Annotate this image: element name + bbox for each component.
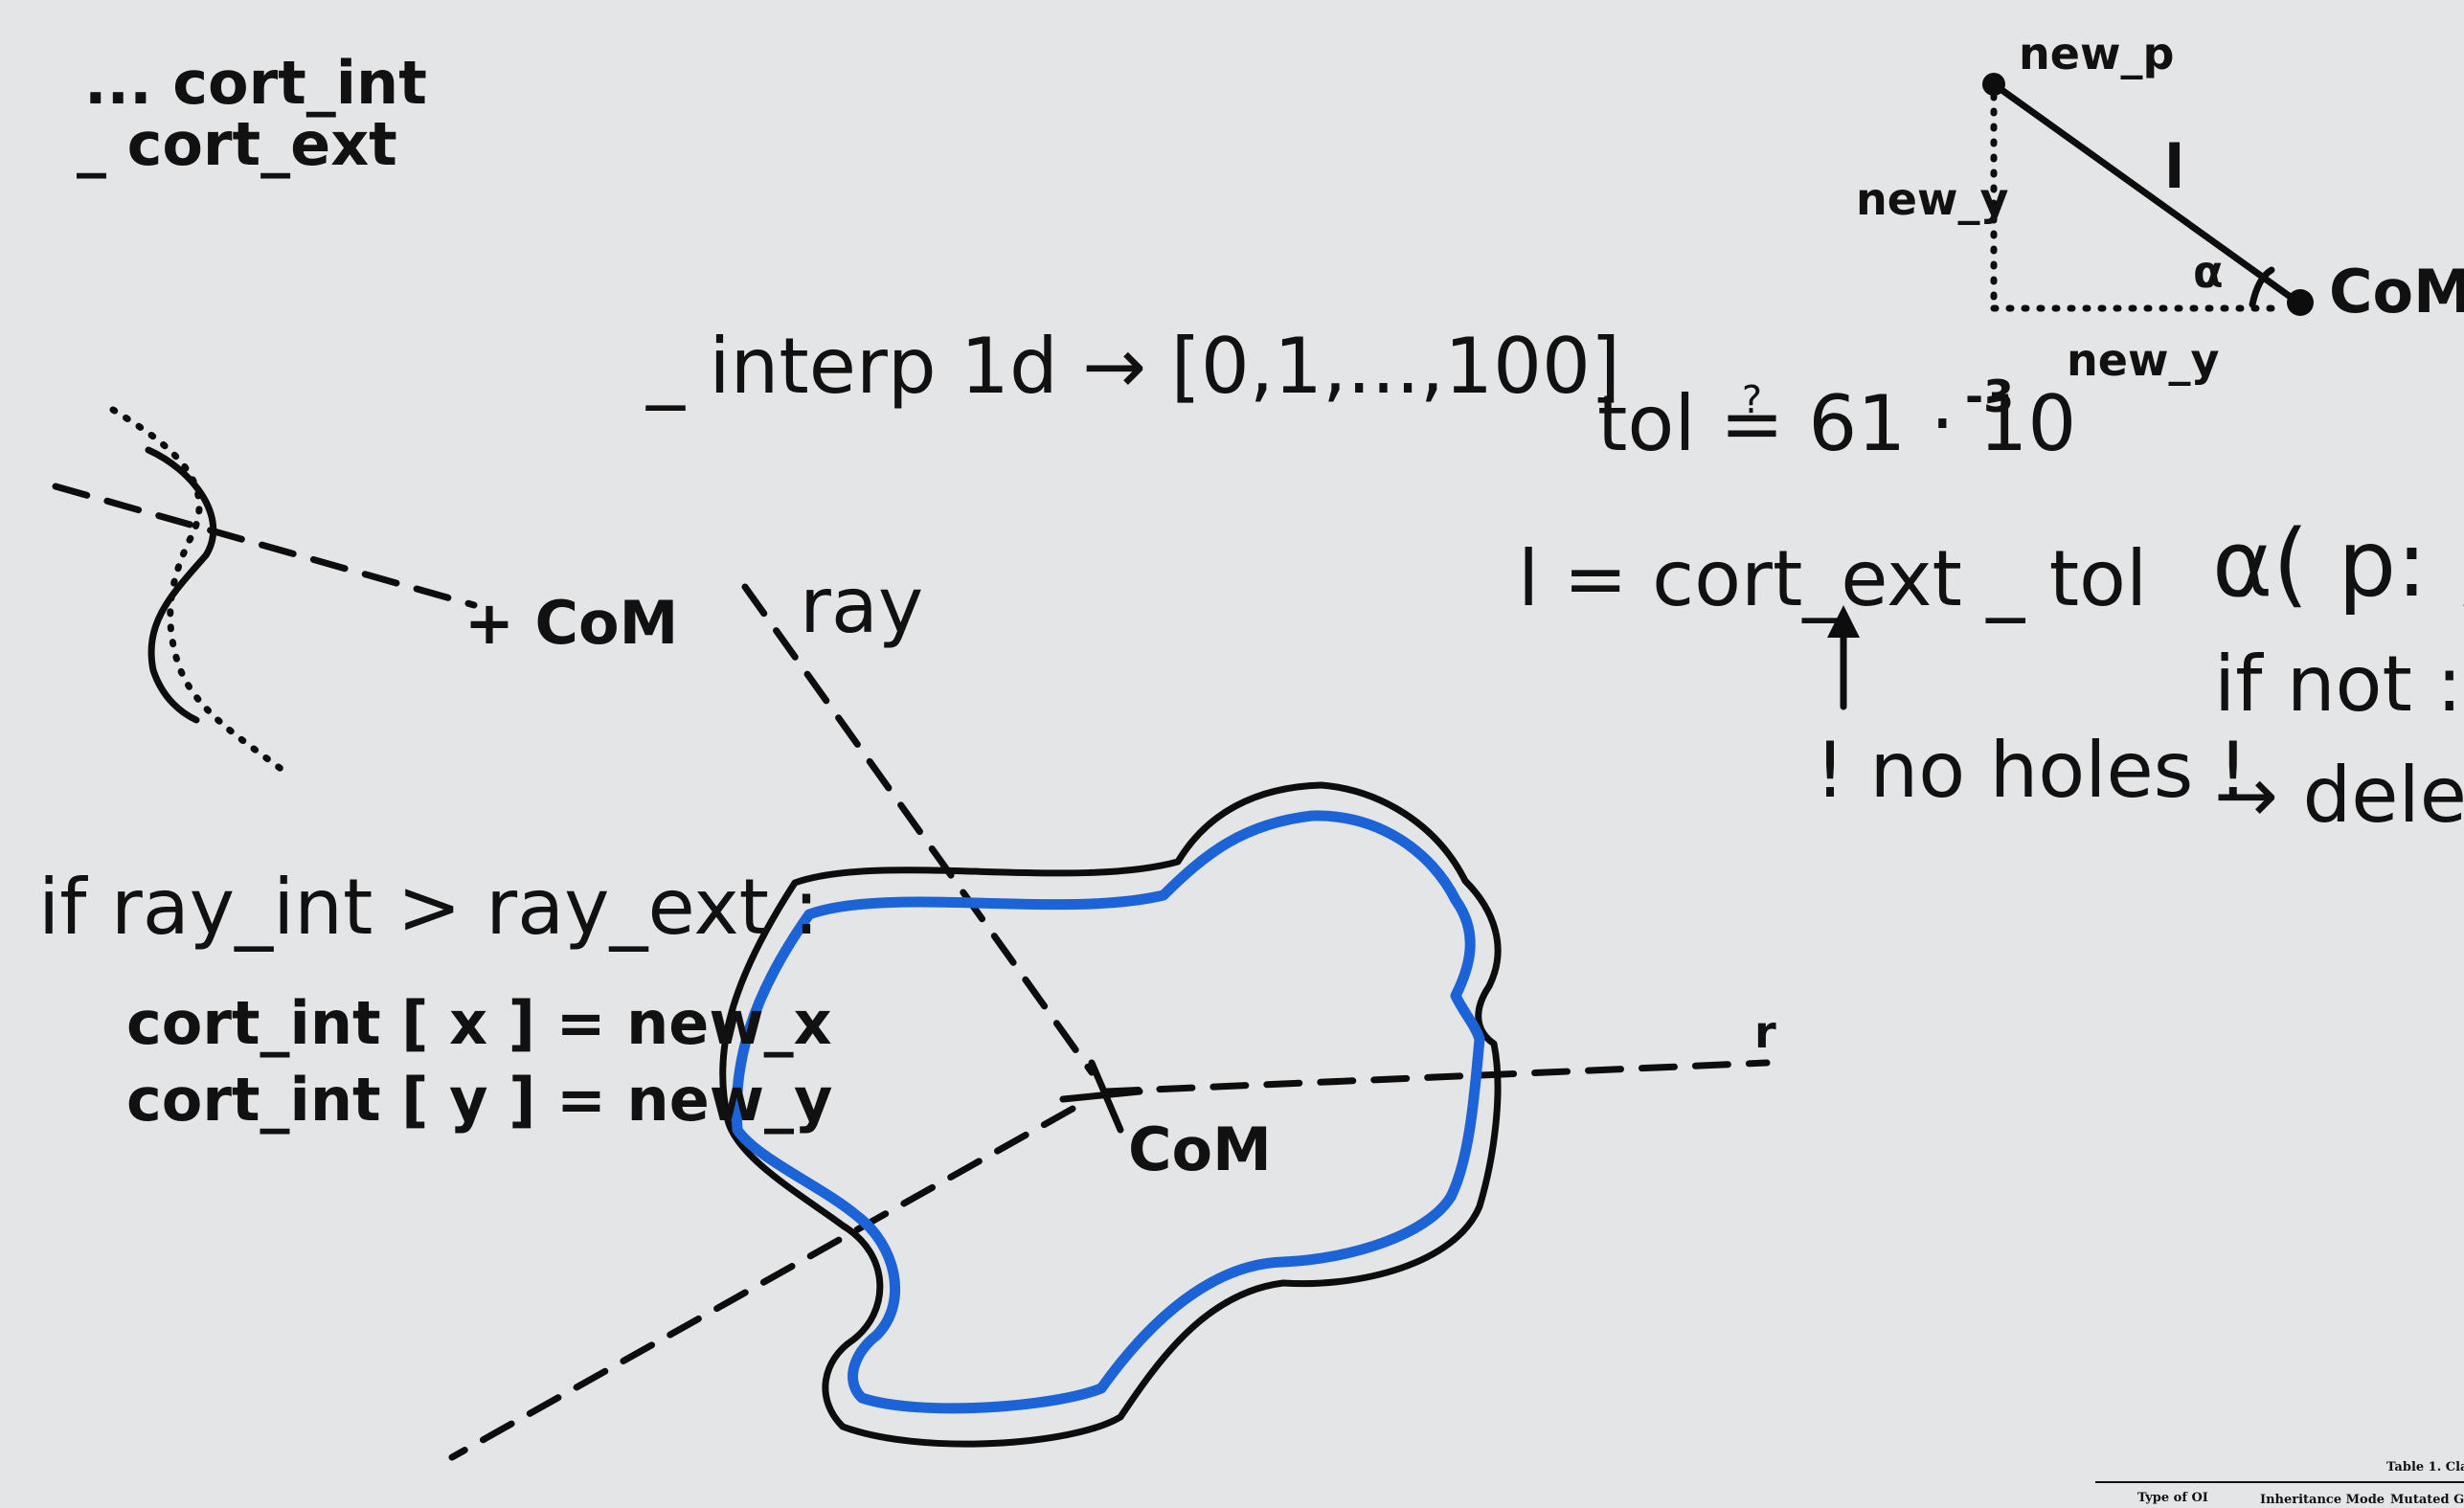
legend-solid-label: _ cort_ext xyxy=(77,109,397,179)
hypotenuse-line xyxy=(1990,80,2302,306)
ray-dashed-right xyxy=(1102,1059,1771,1095)
cort-int-contour xyxy=(731,810,1485,1414)
center-com-label: CoM xyxy=(1128,1114,1272,1184)
l-equation: l = cort_ext _ tol xyxy=(1518,534,2147,623)
ray-dashed-top xyxy=(741,583,1096,1076)
table-col-mutated: Mutated Gen xyxy=(2390,1493,2464,1507)
sketch-com-label: + CoM xyxy=(464,588,678,658)
tol-equation: tol ≟ 61 · 10 xyxy=(1597,379,2076,468)
sketch-dotted-curve xyxy=(109,406,287,775)
l-label: l xyxy=(2164,132,2184,202)
interp-text: _ interp 1d → [0,1,...,100] xyxy=(645,322,1620,411)
arrow-up-icon xyxy=(1827,605,1860,638)
table-title: Table 1. Clas xyxy=(2386,1460,2464,1474)
legend: ... cort_int _ cort_ext xyxy=(77,48,427,179)
if-not-text: if not : xyxy=(2214,640,2462,729)
tol-exponent: -3 xyxy=(1965,371,2014,422)
sketch-solid-curve xyxy=(145,446,217,724)
r-label: r xyxy=(1754,1006,1776,1058)
cort-int-y-assignment: cort_int [ y ] = new_y xyxy=(126,1065,832,1135)
rays: ray r CoM xyxy=(448,561,1776,1461)
table-col-type: Type of OI xyxy=(2137,1491,2208,1505)
contours xyxy=(719,781,1502,1448)
if-ray-condition: if ray_int > ray_ext : xyxy=(38,863,819,952)
condition-block: if ray_int > ray_ext : cort_int [ x ] = … xyxy=(38,863,832,1135)
ray-dashed-bottom-left xyxy=(448,1105,1076,1461)
new-y-left-label: new_y xyxy=(1856,173,2008,225)
delete-text: → dele xyxy=(2214,751,2464,840)
alpha-function-text: α( p: ; p xyxy=(2212,510,2464,618)
com-point xyxy=(2287,289,2314,316)
new-p-label: new_p xyxy=(2019,28,2174,79)
new-y-bottom-label: new_y xyxy=(2067,334,2219,386)
alpha-arc xyxy=(2249,266,2275,308)
triangle-diagram: new_p l new_y α CoM new_y xyxy=(1856,28,2464,386)
table-col-inheritance: Inheritance Mode xyxy=(2260,1493,2385,1507)
tolerance-block: tol ≟ 61 · 10 -3 l = cort_ext _ tol ! no… xyxy=(1518,371,2249,815)
cort-ext-contour xyxy=(719,781,1502,1448)
sketch-dashed-ray xyxy=(52,483,478,609)
cort-int-x-assignment: cort_int [ x ] = new_x xyxy=(126,988,832,1058)
table-snippet: Table 1. Clas Type of OI Inheritance Mod… xyxy=(2095,1460,2464,1507)
center-cross xyxy=(1059,1059,1143,1134)
ray-label: ray xyxy=(800,561,923,650)
triangle-com-label: CoM xyxy=(2329,257,2464,326)
no-holes-text: ! no holes ! xyxy=(1815,726,2249,815)
small-sketch: + CoM xyxy=(52,406,678,775)
right-edge-notes: α( p: ; p if not : → dele xyxy=(2212,510,2464,840)
alpha-label: α xyxy=(2193,246,2224,298)
legend-dotted-label: ... cort_int xyxy=(84,48,427,118)
new-p-point xyxy=(1982,73,2005,96)
